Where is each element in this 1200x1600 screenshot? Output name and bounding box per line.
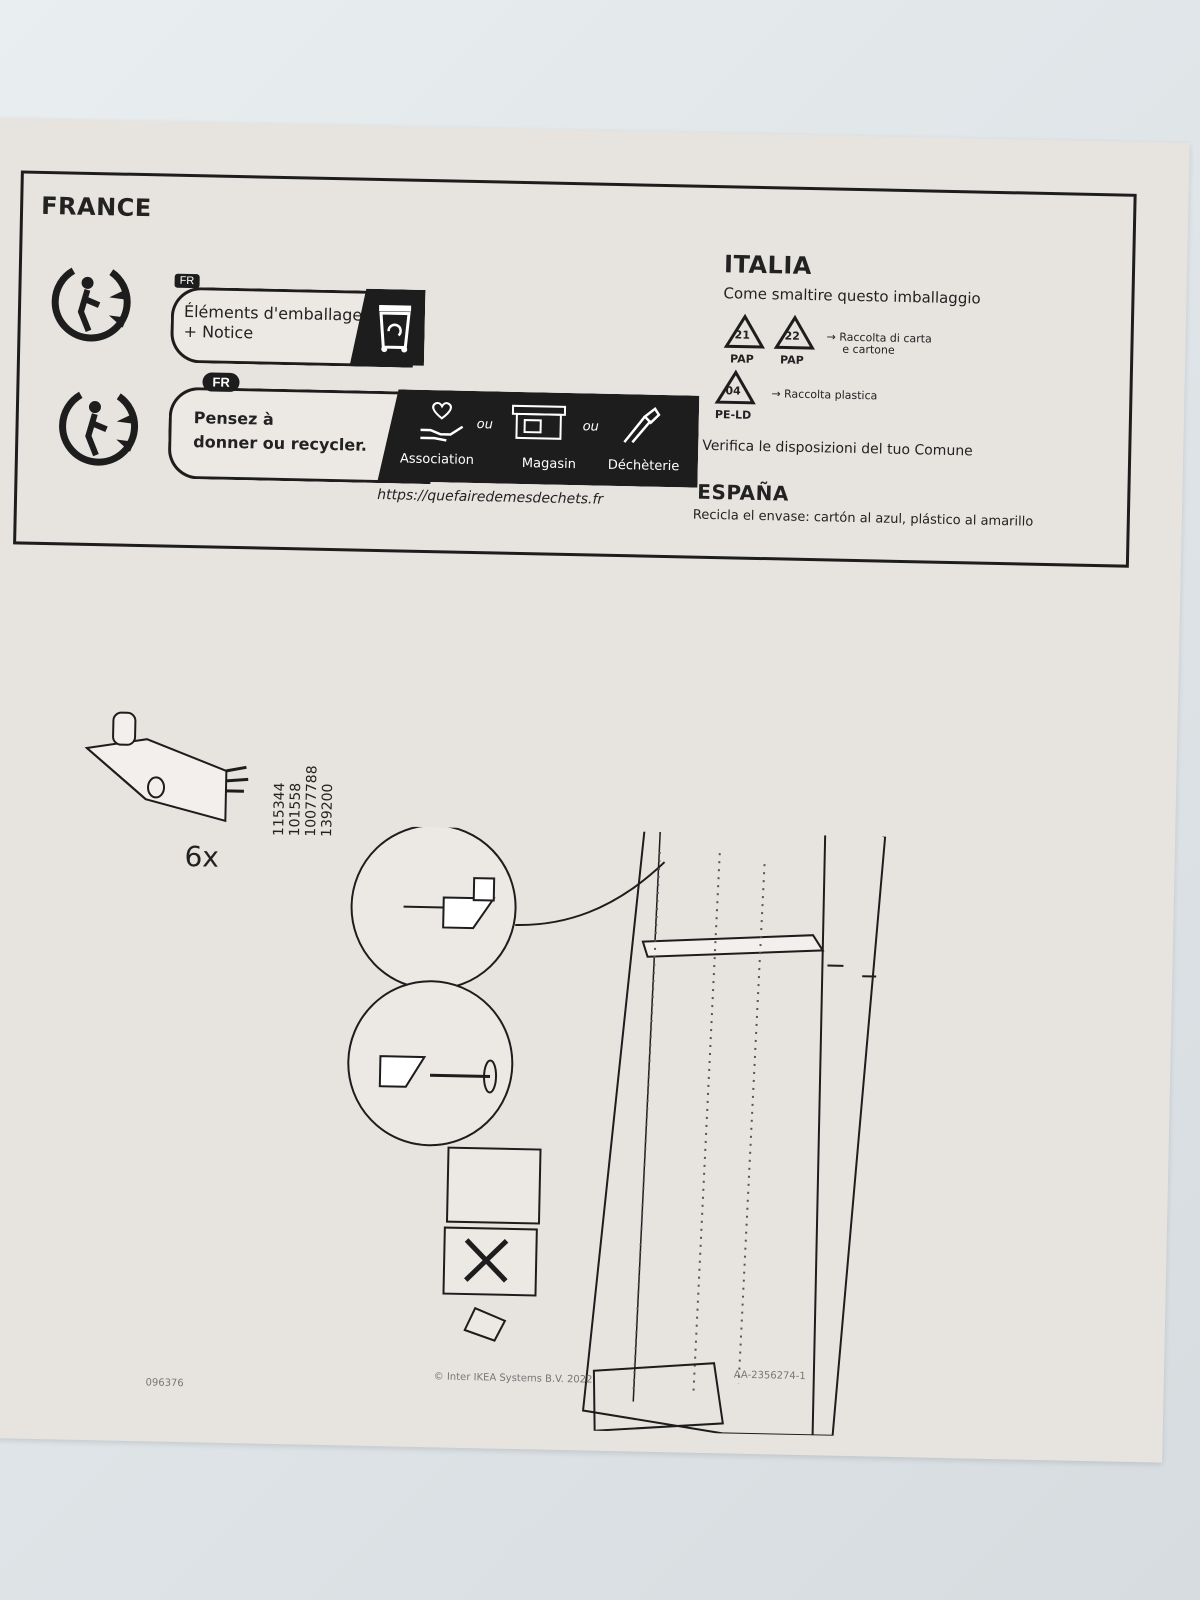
- document-id: AA-2356274-1: [733, 1369, 806, 1383]
- recycling-triangle-icon: [723, 313, 765, 349]
- part-number: 101558: [287, 782, 305, 837]
- italia-verify-text: Verifica le disposizioni del tuo Comune: [702, 437, 973, 460]
- recycling-bin-icon: [374, 301, 415, 354]
- donate-text-line2: donner ou recycler.: [193, 432, 368, 455]
- shop-icon: [508, 402, 569, 443]
- or-separator: ou: [476, 417, 494, 433]
- part-quantity: 6x: [184, 840, 220, 874]
- option-association: Association: [399, 451, 475, 468]
- italia-subtitle: Come smaltire questo imballaggio: [723, 284, 981, 308]
- hand-heart-icon: [416, 400, 467, 445]
- espana-heading: ESPAÑA: [697, 479, 790, 506]
- donation-options-panel: ou ou Association Magasin Déchèterie: [377, 389, 699, 488]
- waste-drop-icon: [614, 402, 665, 447]
- triman-icon: [51, 262, 131, 342]
- info-url: https://quefairedemesdechets.fr: [377, 486, 604, 508]
- donate-text-line1: Pensez à: [193, 408, 274, 429]
- recycling-code-21: 21 PAP: [722, 312, 767, 369]
- shelf-pin-part-illustration: [84, 711, 249, 823]
- code-number: 21: [734, 328, 751, 342]
- plastic-collection-note: → Raccolta plastica: [771, 387, 878, 403]
- france-heading: FRANCE: [40, 191, 152, 223]
- recycling-code-04: 04 PE-LD: [713, 368, 764, 425]
- espana-text: Recicla el envase: cartón al azul, plást…: [692, 507, 1034, 530]
- option-magasin: Magasin: [521, 456, 577, 473]
- code-label: PE-LD: [714, 408, 752, 422]
- recycling-code-22: 22 PAP: [772, 313, 817, 370]
- bin-panel: [350, 288, 426, 366]
- part-number: 115344: [271, 782, 289, 837]
- packaging-text-line1: Éléments d'emballage: [183, 301, 363, 325]
- paper-collection-note-2: e cartone: [842, 342, 895, 357]
- fr-badge: FR: [174, 273, 200, 289]
- code-label: PAP: [729, 352, 754, 366]
- code-number: 22: [784, 329, 801, 343]
- fr-badge: FR: [202, 372, 241, 393]
- recycling-triangle-icon: [714, 369, 756, 405]
- recycling-label-box: FRANCE FR Éléments d'emballage + Notice: [13, 170, 1137, 568]
- code-number: 04: [725, 384, 741, 398]
- instruction-sheet: FRANCE FR Éléments d'emballage + Notice: [0, 118, 1190, 1463]
- cabinet-assembly-diagram: [347, 825, 887, 1437]
- footer-code: 096376: [145, 1377, 184, 1390]
- part-numbers: 115344 101558 10077788 139200: [0, 118, 1190, 837]
- part-number: 10077788: [303, 765, 321, 837]
- triman-icon: [59, 386, 139, 466]
- packaging-text-line2: + Notice: [183, 321, 254, 343]
- option-decheterie: Déchèterie: [607, 457, 680, 475]
- code-label: PAP: [779, 353, 804, 367]
- recycling-triangle-icon: [773, 314, 815, 350]
- part-number: 139200: [319, 783, 337, 838]
- italia-heading: ITALIA: [723, 250, 813, 281]
- or-separator: ou: [582, 419, 600, 435]
